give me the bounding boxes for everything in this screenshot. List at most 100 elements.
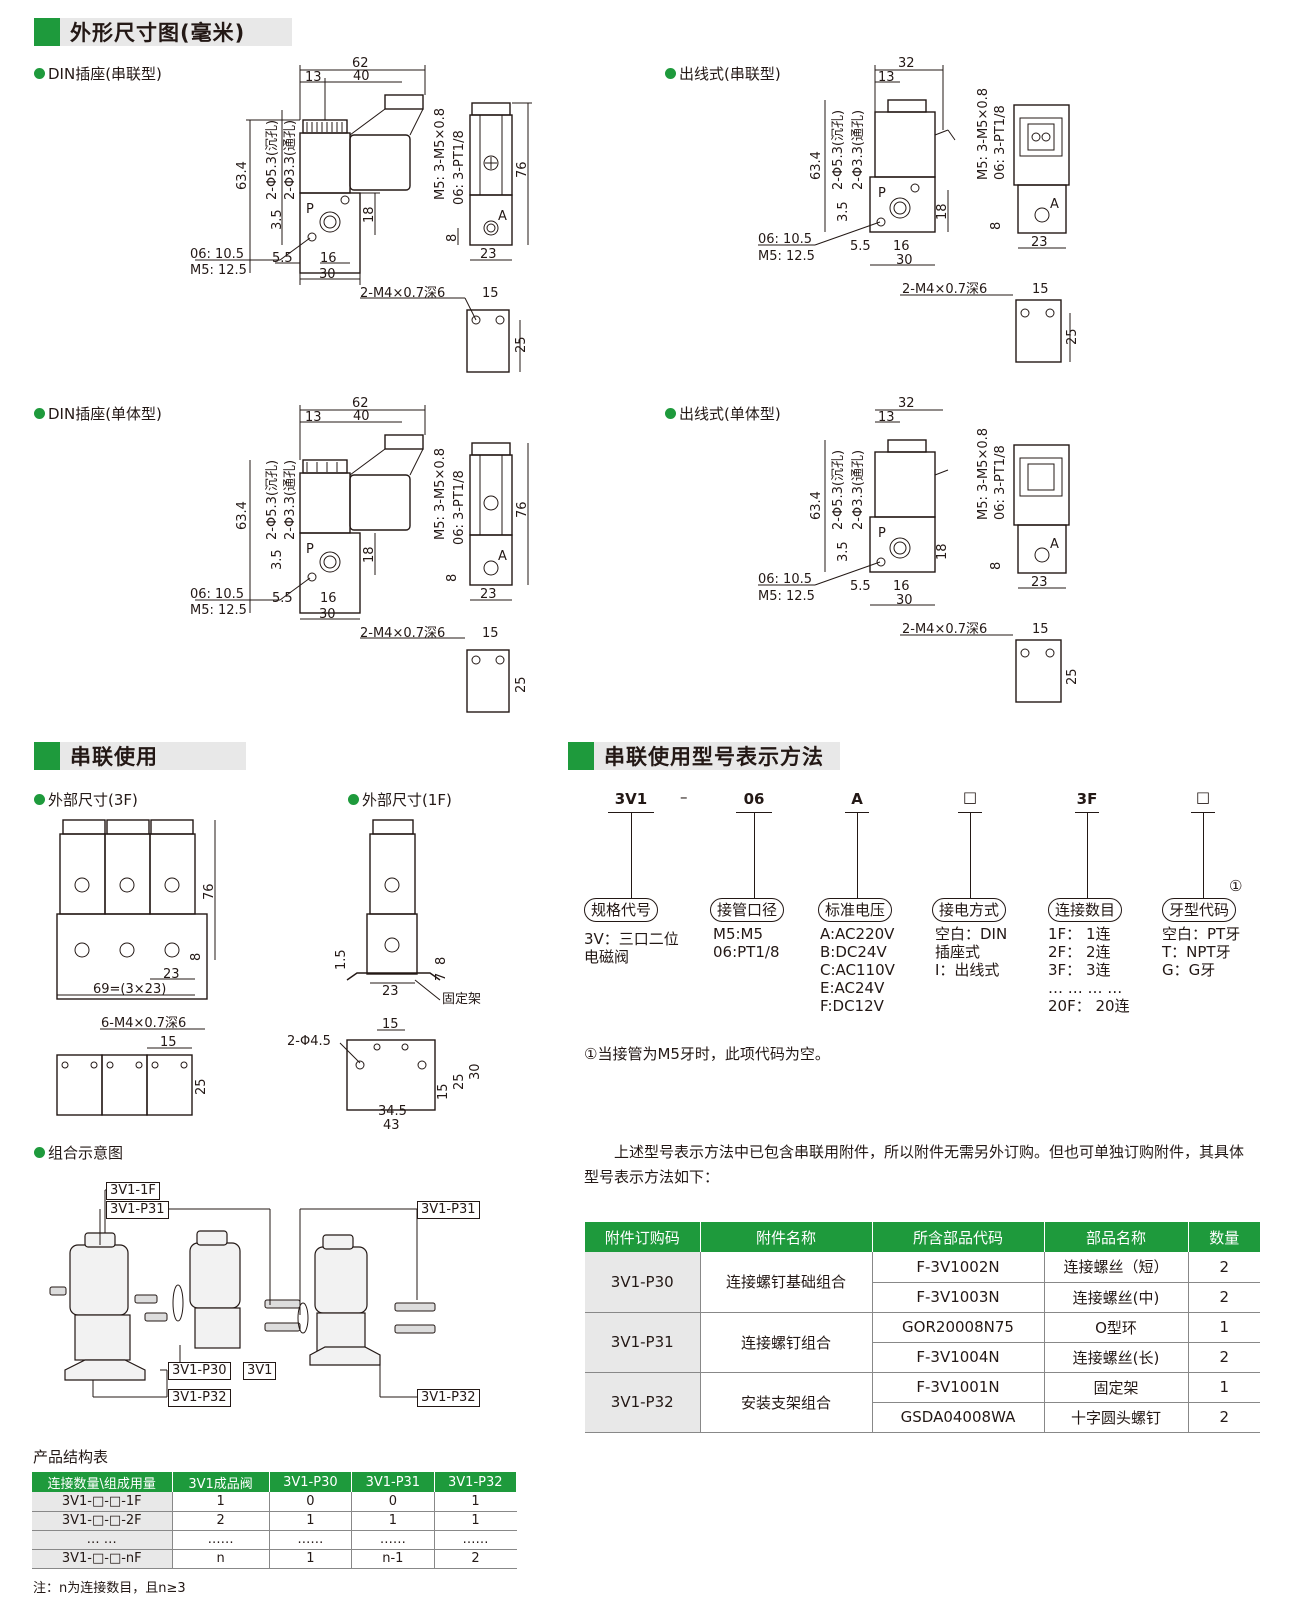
subtitle-ext-1f: 外部尺寸(1F) [348, 789, 452, 810]
svg-text:06: 10.5: 06: 10.5 [758, 232, 812, 247]
svg-text:15: 15 [382, 1017, 399, 1032]
svg-text:16: 16 [893, 579, 910, 594]
svg-text:M5: 12.5: M5: 12.5 [190, 263, 247, 278]
svg-text:06: 10.5: 06: 10.5 [758, 572, 812, 587]
svg-text:62: 62 [352, 396, 369, 411]
svg-text:23: 23 [480, 587, 497, 602]
svg-text:69=(3×23): 69=(3×23) [93, 982, 166, 997]
model-code-a: A [851, 790, 863, 808]
svg-text:2-Φ4.5: 2-Φ4.5 [287, 1034, 331, 1049]
section-title-model-code: 串联使用型号表示方法 [568, 742, 840, 770]
svg-text:6-M4×0.7深6: 6-M4×0.7深6 [101, 1016, 186, 1031]
section-title-dimensions: 外形尺寸图(毫米) [34, 18, 292, 46]
model-box-voltage: 标准电压 [818, 898, 893, 922]
ptab-header: 3V1-P30 [269, 1472, 353, 1492]
svg-text:43: 43 [383, 1118, 400, 1133]
svg-text:2-Φ5.3(沉孔): 2-Φ5.3(沉孔) [831, 450, 846, 530]
green-square-icon [34, 742, 60, 770]
svg-text:15: 15 [482, 626, 499, 641]
svg-text:30: 30 [896, 593, 913, 608]
model-desc-spec: 3V：三口二位 电磁阀 [584, 930, 679, 966]
svg-text:5.5: 5.5 [850, 239, 871, 254]
svg-text:32: 32 [898, 396, 915, 411]
svg-text:A: A [498, 209, 507, 224]
model-code-06: 06 [743, 790, 765, 808]
svg-text:34.5: 34.5 [378, 1104, 407, 1119]
combo-label-3v1: 3V1 [243, 1362, 277, 1380]
svg-text:15: 15 [482, 286, 499, 301]
model-code-box1: □ [962, 788, 978, 806]
acc-header: 数量 [1188, 1222, 1260, 1252]
svg-text:A: A [498, 549, 507, 564]
product-table-note: 注：n为连接数目，且n≥3 [33, 1581, 186, 1596]
model-box-spec: 规格代号 [584, 898, 659, 922]
svg-text:M5: 3-M5×0.8: M5: 3-M5×0.8 [976, 88, 991, 180]
svg-text:32: 32 [898, 56, 915, 71]
svg-text:63.4: 63.4 [809, 151, 824, 180]
model-dash: – [680, 788, 688, 806]
svg-text:18: 18 [935, 543, 950, 560]
model-paragraph: 上述型号表示方法中已包含串联用附件，所以附件无需另外订购。但也可单独订购附件，其… [584, 1143, 1245, 1186]
svg-text:13: 13 [305, 410, 322, 425]
svg-text:7: 7 [434, 973, 449, 981]
model-code-box2: □ [1195, 788, 1211, 806]
acc-header: 所含部品代码 [872, 1222, 1045, 1252]
svg-text:8: 8 [445, 234, 460, 242]
bullet-icon [34, 68, 45, 79]
svg-text:25: 25 [452, 1073, 467, 1090]
product-table-title: 产品结构表 [33, 1448, 109, 1466]
svg-text:8: 8 [189, 953, 204, 961]
svg-text:30: 30 [319, 607, 336, 622]
svg-text:8: 8 [989, 562, 1004, 570]
svg-text:30: 30 [319, 267, 336, 282]
green-square-icon [568, 742, 594, 770]
product-table: 连接数量\组成用量 3V1成品阀 3V1-P30 3V1-P31 3V1-P32… [32, 1472, 518, 1569]
bullet-icon [34, 794, 45, 805]
svg-text:2-M4×0.7深6: 2-M4×0.7深6 [902, 622, 987, 637]
model-note: ①当接管为M5牙时，此项代码为空。 [584, 1045, 830, 1063]
svg-text:25: 25 [194, 1078, 209, 1095]
section-title-series-use: 串联使用 [34, 742, 246, 770]
svg-text:25: 25 [1065, 668, 1080, 685]
svg-text:15: 15 [1032, 622, 1049, 637]
svg-text:A: A [1050, 537, 1059, 552]
ptab-header: 3V1-P31 [351, 1472, 435, 1492]
svg-text:62: 62 [352, 56, 369, 71]
table-row: … ……………………… [32, 1530, 517, 1550]
green-square-icon [34, 18, 60, 46]
svg-text:06: 3-PT1/8: 06: 3-PT1/8 [452, 470, 467, 545]
svg-text:8: 8 [445, 574, 460, 582]
ext-1f-drawing: 1.5 8 7 23 固定架 2-Φ4.5 15 15 25 30 34.5 4… [287, 819, 483, 1133]
circle-mark: ① [1229, 877, 1243, 895]
svg-text:23: 23 [382, 984, 399, 999]
svg-text:76: 76 [202, 883, 217, 900]
bullet-icon [34, 1147, 45, 1158]
svg-text:18: 18 [362, 546, 377, 563]
subtitle-ext-3f: 外部尺寸(3F) [34, 789, 138, 810]
combo-label-p30: 3V1-P30 [168, 1362, 231, 1380]
svg-text:P: P [306, 542, 314, 557]
svg-text:8: 8 [989, 222, 1004, 230]
svg-text:3.5: 3.5 [270, 209, 285, 230]
model-box-count: 连接数目 [1048, 898, 1123, 922]
svg-text:25: 25 [1065, 328, 1080, 345]
svg-text:5.5: 5.5 [850, 579, 871, 594]
svg-text:3.5: 3.5 [270, 549, 285, 570]
combo-label-p31-a: 3V1-P31 [106, 1201, 169, 1219]
svg-text:16: 16 [893, 239, 910, 254]
combo-label-p31-b: 3V1-P31 [417, 1201, 480, 1219]
svg-text:15: 15 [160, 1035, 177, 1050]
svg-text:06: 10.5: 06: 10.5 [190, 247, 244, 262]
svg-text:1.5: 1.5 [334, 949, 349, 970]
svg-text:P: P [306, 202, 314, 217]
svg-text:30: 30 [896, 253, 913, 268]
combo-illustration [49, 1189, 436, 1398]
